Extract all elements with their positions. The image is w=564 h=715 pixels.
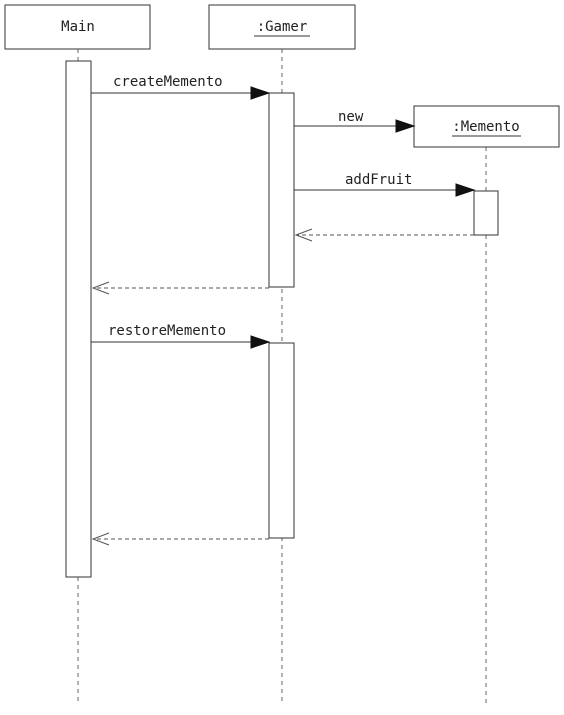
participant-memento-box: [413, 105, 560, 148]
new-label: new: [338, 109, 364, 125]
new-arrowhead: [395, 119, 416, 133]
participant-memento: :Memento: [413, 105, 560, 148]
participant-main: Main: [4, 4, 151, 50]
message-create-memento: createMemento: [91, 74, 271, 100]
return-add-fruit-arrowhead: [294, 228, 313, 242]
add-fruit-arrowhead: [455, 183, 476, 197]
return-create-memento: [91, 281, 269, 295]
restore-memento-label: restoreMemento: [108, 323, 226, 339]
message-restore-memento: restoreMemento: [91, 323, 271, 349]
participant-memento-label: :Memento: [452, 119, 519, 135]
message-new: new: [294, 109, 416, 133]
return-restore-memento: [91, 532, 269, 546]
participant-gamer-label: :Gamer: [257, 19, 308, 35]
memento-activation-bar: [473, 190, 499, 236]
add-fruit-label: addFruit: [345, 172, 412, 188]
return-create-memento-arrowhead: [91, 281, 110, 295]
create-memento-label: createMemento: [113, 74, 223, 90]
return-restore-memento-arrowhead: [91, 532, 110, 546]
gamer-activation-bar-restore: [268, 342, 295, 539]
gamer-activation-bar-create: [268, 92, 295, 288]
return-add-fruit: [294, 228, 474, 242]
create-memento-arrowhead: [250, 86, 271, 100]
message-add-fruit: addFruit: [294, 172, 476, 197]
restore-memento-arrowhead: [250, 335, 271, 349]
participant-gamer: :Gamer: [208, 4, 356, 50]
participant-gamer-box: [208, 4, 356, 50]
main-activation-bar: [65, 60, 92, 578]
participant-main-box: [4, 4, 151, 50]
participant-main-label: Main: [61, 19, 95, 35]
